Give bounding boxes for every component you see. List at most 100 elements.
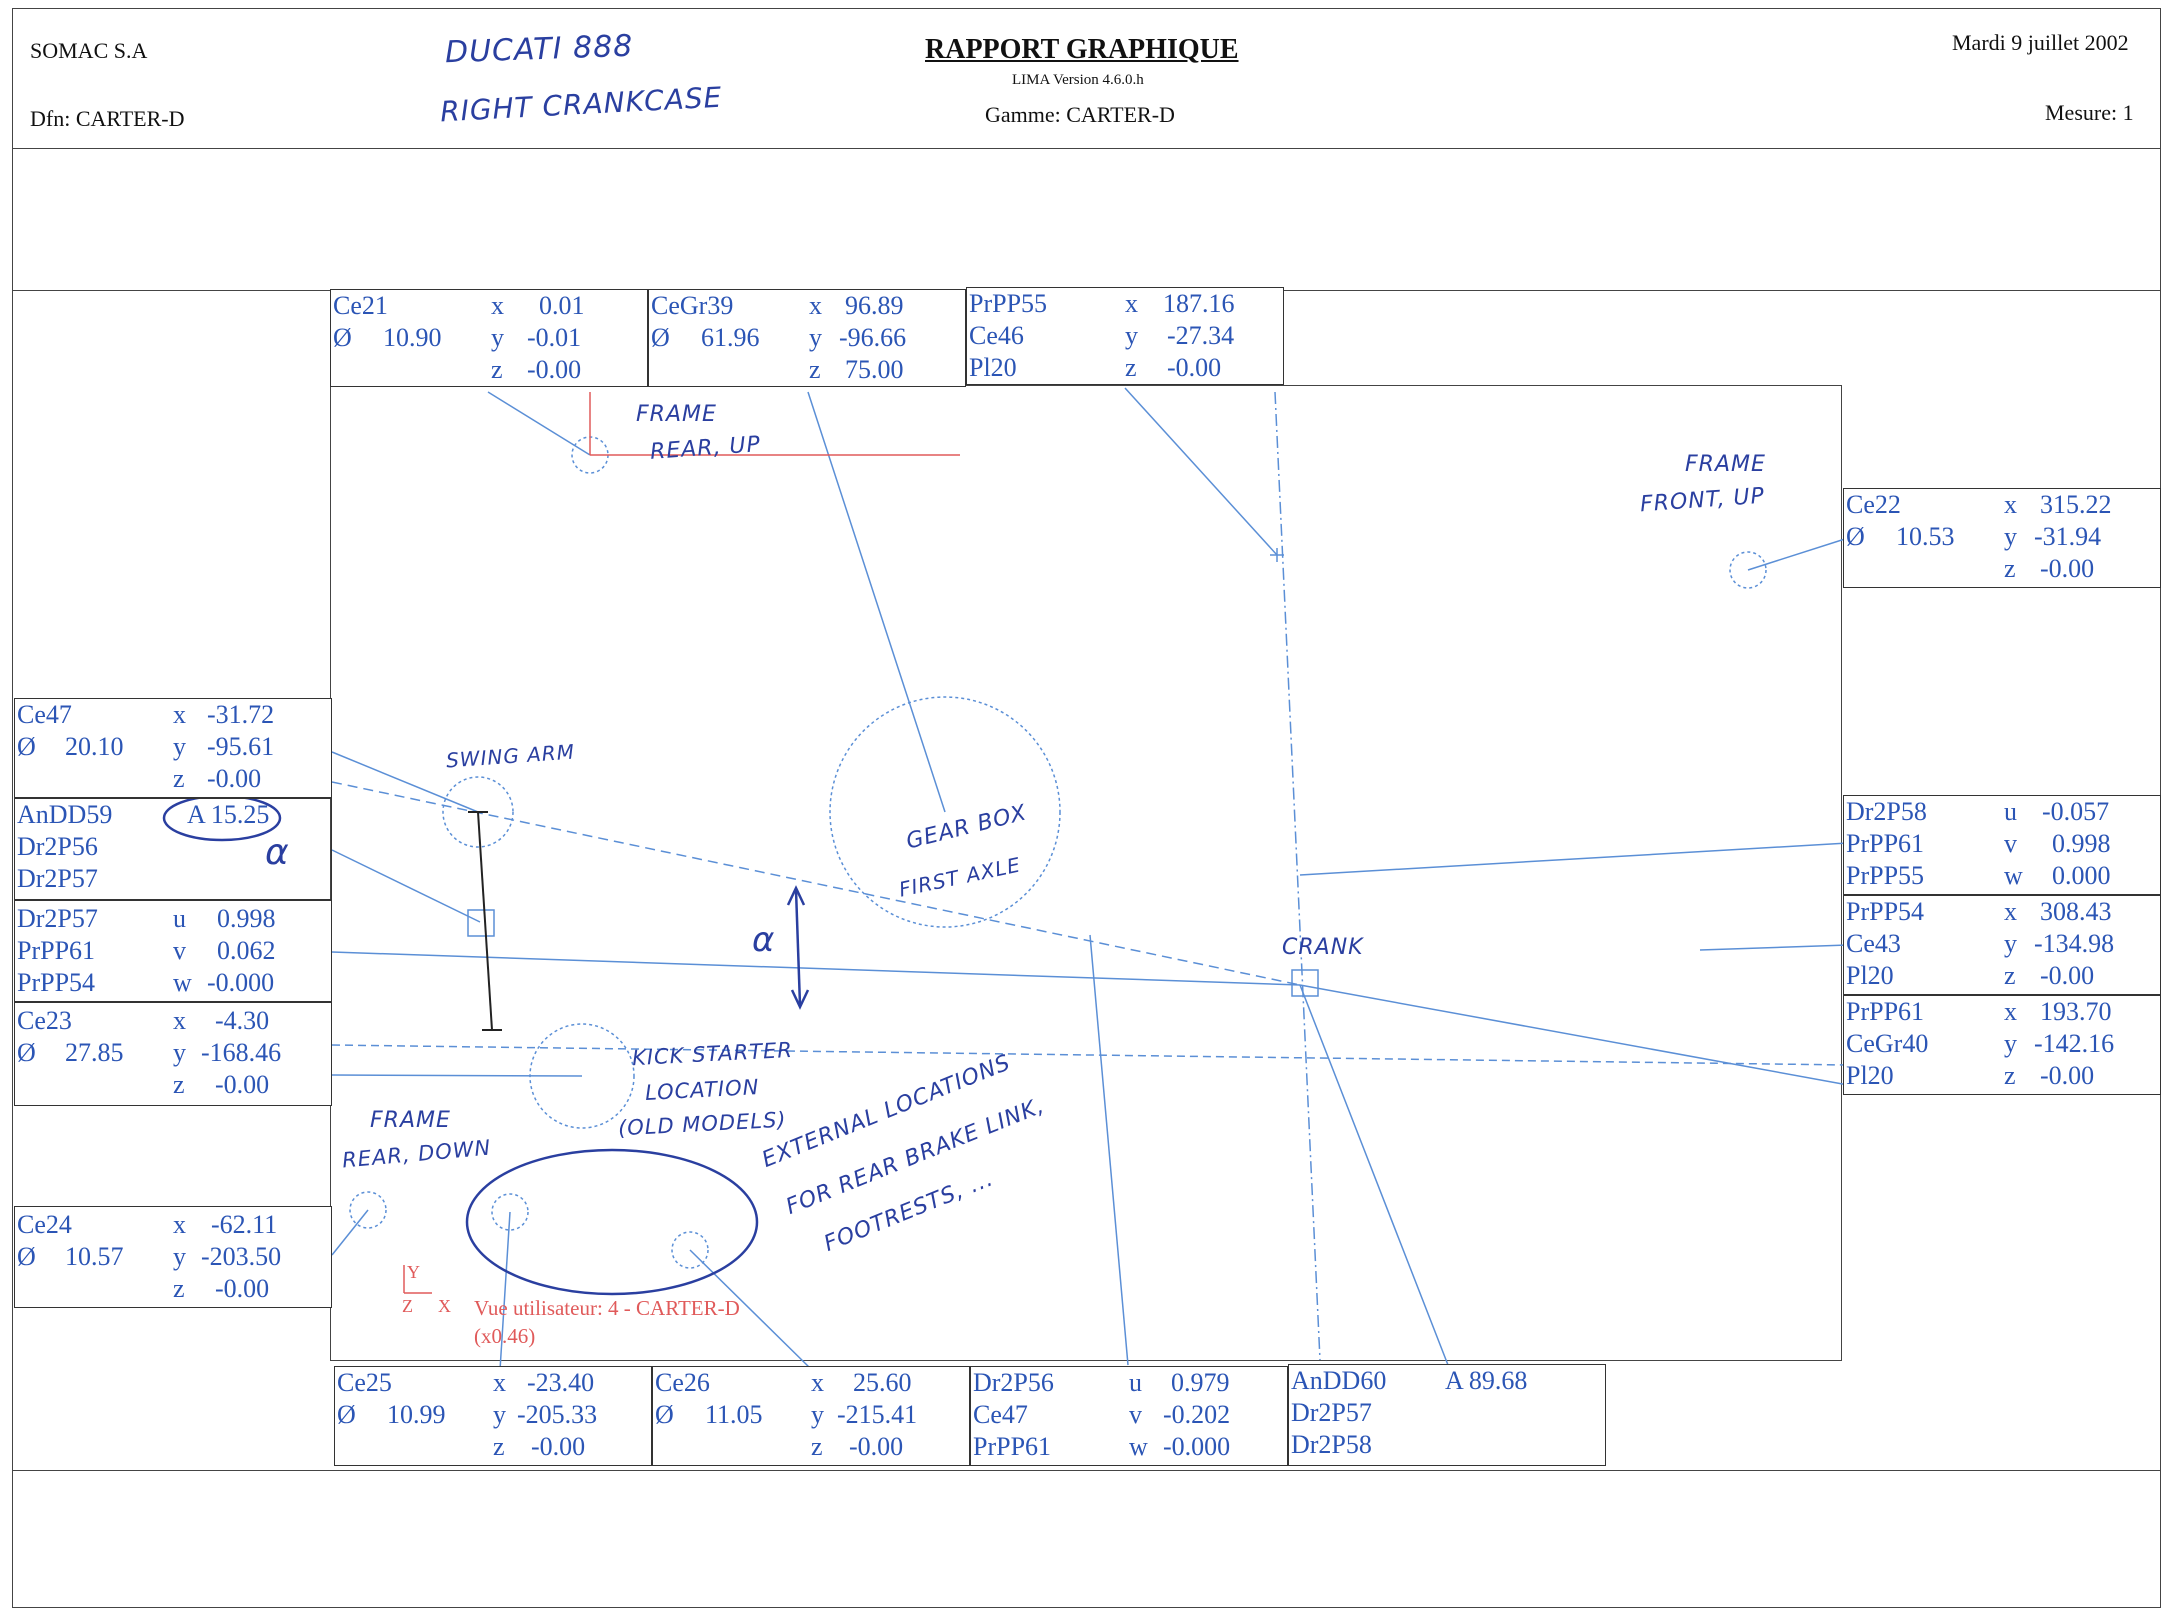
mesure-label: Mesure: 1	[2045, 100, 2134, 125]
value: -0.00	[531, 1432, 586, 1461]
label: Ce23	[17, 1006, 72, 1035]
note-frame-front-up-1: FRAME	[1685, 452, 1766, 477]
value: -0.000	[1163, 1432, 1231, 1461]
axis: u	[173, 904, 186, 933]
value: 315.22	[2040, 490, 2112, 519]
value: -0.00	[207, 764, 262, 793]
gamme-label: Gamme: CARTER-D	[985, 102, 1175, 127]
value: -96.66	[839, 323, 907, 352]
axis: v	[2004, 829, 2017, 858]
label: PrPP55	[1846, 861, 1925, 890]
diameter-value: 10.99	[387, 1400, 446, 1429]
axis: z	[2004, 554, 2016, 583]
diameter-value: 20.10	[65, 732, 124, 761]
measure-box-prpp55: PrPP55 x 187.16 Ce46 y -27.34 Pl20 z -0.…	[966, 287, 1284, 385]
axis: x	[173, 1210, 186, 1239]
value: -0.00	[1167, 353, 1222, 382]
label: Dr2P57	[17, 904, 98, 933]
axis: z	[2004, 1061, 2016, 1090]
diameter-value: 10.53	[1896, 522, 1955, 551]
label: AnDD59	[17, 800, 113, 829]
label: Ce24	[17, 1210, 72, 1239]
axis: z	[2004, 961, 2016, 990]
axis: y	[491, 323, 504, 352]
diameter-symbol: Ø	[655, 1400, 674, 1429]
label: Ce21	[333, 291, 388, 320]
value: 96.89	[845, 291, 904, 320]
value: -0.00	[849, 1432, 904, 1461]
label: PrPP61	[973, 1432, 1052, 1461]
note-frame-rear-down-1: FRAME	[370, 1108, 451, 1133]
axis: w	[1129, 1432, 1148, 1461]
axis: z	[491, 355, 503, 384]
measure-box-cegr39: CeGr39 x 96.89 Ø 61.96 y -96.66 z 75.00	[648, 289, 966, 387]
axis: x	[491, 291, 504, 320]
axis: y	[1125, 321, 1138, 350]
value: 0.998	[217, 904, 276, 933]
axis: x	[811, 1368, 824, 1397]
label: Dr2P56	[17, 832, 98, 861]
diameter-value: 61.96	[701, 323, 760, 352]
value: -4.30	[215, 1006, 270, 1035]
value: -215.41	[837, 1400, 918, 1429]
value: -27.34	[1167, 321, 1235, 350]
label: PrPP54	[1846, 897, 1925, 926]
value: -0.00	[2040, 961, 2095, 990]
leader-dr2p56	[1089, 934, 1129, 1366]
value: 0.062	[217, 936, 276, 965]
label: Ce26	[655, 1368, 710, 1397]
axis: y	[809, 323, 822, 352]
handwritten-alpha: α	[265, 832, 290, 873]
axis: y	[811, 1400, 824, 1429]
value: -0.00	[215, 1070, 270, 1099]
axis: y	[173, 1038, 186, 1067]
axis: w	[2004, 861, 2023, 890]
value: -0.00	[527, 355, 582, 384]
label: PrPP61	[17, 936, 96, 965]
area-bottom-separator	[12, 1470, 2161, 1471]
label: Ce43	[1846, 929, 1901, 958]
leader-ce22	[1747, 537, 1849, 571]
measure-box-dr2p57: Dr2P57 u 0.998 PrPP61 v 0.062 PrPP54 w -…	[14, 900, 332, 1002]
axis: y	[493, 1400, 506, 1429]
leader-andd60	[1299, 984, 1449, 1366]
axis: x	[2004, 997, 2017, 1026]
axis: z	[811, 1432, 823, 1461]
value: 0.01	[539, 291, 585, 320]
label: Ce22	[1846, 490, 1901, 519]
view-axis-x: X	[438, 1296, 451, 1316]
value: -0.01	[527, 323, 582, 352]
axis: x	[493, 1368, 506, 1397]
label: CeGr40	[1846, 1029, 1929, 1058]
label: CeGr39	[651, 291, 734, 320]
leader-cegr39	[807, 391, 946, 813]
axis: u	[1129, 1368, 1142, 1397]
angle-value: A 15.25	[187, 800, 270, 829]
dfn-label: Dfn: CARTER-D	[30, 106, 185, 131]
axis: x	[1125, 289, 1138, 318]
value: -203.50	[201, 1242, 282, 1271]
measure-box-ce26: Ce26 x 25.60 Ø 11.05 y -215.41 z -0.00	[652, 1366, 970, 1466]
value: 0.000	[2052, 861, 2111, 890]
measure-box-ce24: Ce24 x -62.11 Ø 10.57 y -203.50 z -0.00	[14, 1206, 332, 1308]
leader-ce25	[499, 1211, 511, 1371]
measure-box-ce25: Ce25 x -23.40 Ø 10.99 y -205.33 z -0.00	[334, 1366, 652, 1466]
value: -0.00	[2040, 554, 2095, 583]
axis: x	[173, 1006, 186, 1035]
value: -0.057	[2042, 797, 2110, 826]
note-crank: CRANK	[1282, 935, 1364, 960]
value: -168.46	[201, 1038, 282, 1067]
report-title: RAPPORT GRAPHIQUE	[925, 34, 1239, 65]
value: -31.72	[207, 700, 275, 729]
axis: y	[2004, 522, 2017, 551]
axis: z	[1125, 353, 1137, 382]
measure-box-andd60: AnDD60 A 89.68 Dr2P57 Dr2P58	[1288, 1364, 1606, 1466]
note-frame-rear-up-1: FRAME	[636, 402, 717, 427]
label: PrPP61	[1846, 997, 1925, 1026]
label: PrPP61	[1846, 829, 1925, 858]
value: -0.000	[207, 968, 275, 997]
leader-ce47	[331, 751, 479, 813]
value: 75.00	[845, 355, 904, 384]
axis: y	[2004, 929, 2017, 958]
axis: y	[173, 732, 186, 761]
